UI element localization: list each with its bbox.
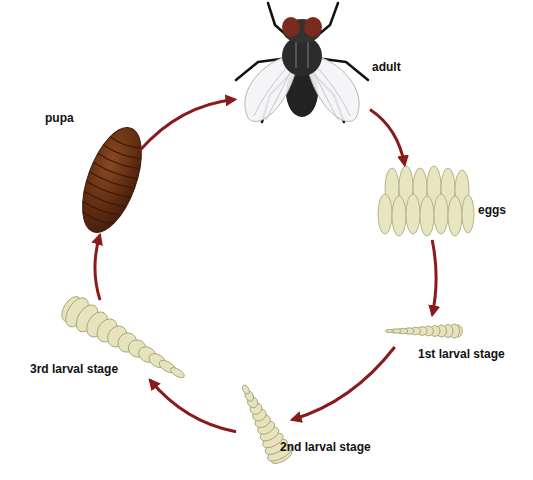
stage-label: 3rd larval stage [30, 362, 118, 376]
life-stage: adult [235, 2, 370, 127]
stage-label: 1st larval stage [418, 347, 505, 361]
cycle-arrow [370, 110, 405, 166]
cycle-arrow [432, 240, 436, 315]
stage-label: eggs [478, 203, 506, 217]
cycle-arrow [292, 347, 395, 420]
eggs-illustration [378, 166, 474, 236]
cycle-arrow [140, 100, 235, 151]
stage-label: 2nd larval stage [280, 440, 371, 454]
cycle-arrow [95, 235, 100, 300]
stage-label: adult [372, 60, 401, 74]
life-stage: 1st larval stage [385, 315, 460, 347]
life-stage: 2nd larval stage [236, 383, 292, 463]
life-stage: pupa [85, 125, 140, 235]
cycle-arrow [150, 380, 236, 432]
first-larva-illustration [385, 324, 462, 338]
life-stage: eggs [372, 165, 474, 240]
pupa-illustration [71, 120, 154, 240]
stage-label: pupa [45, 111, 74, 125]
life-stage: 3rd larval stage [60, 300, 185, 380]
fly-illustration [236, 3, 368, 122]
